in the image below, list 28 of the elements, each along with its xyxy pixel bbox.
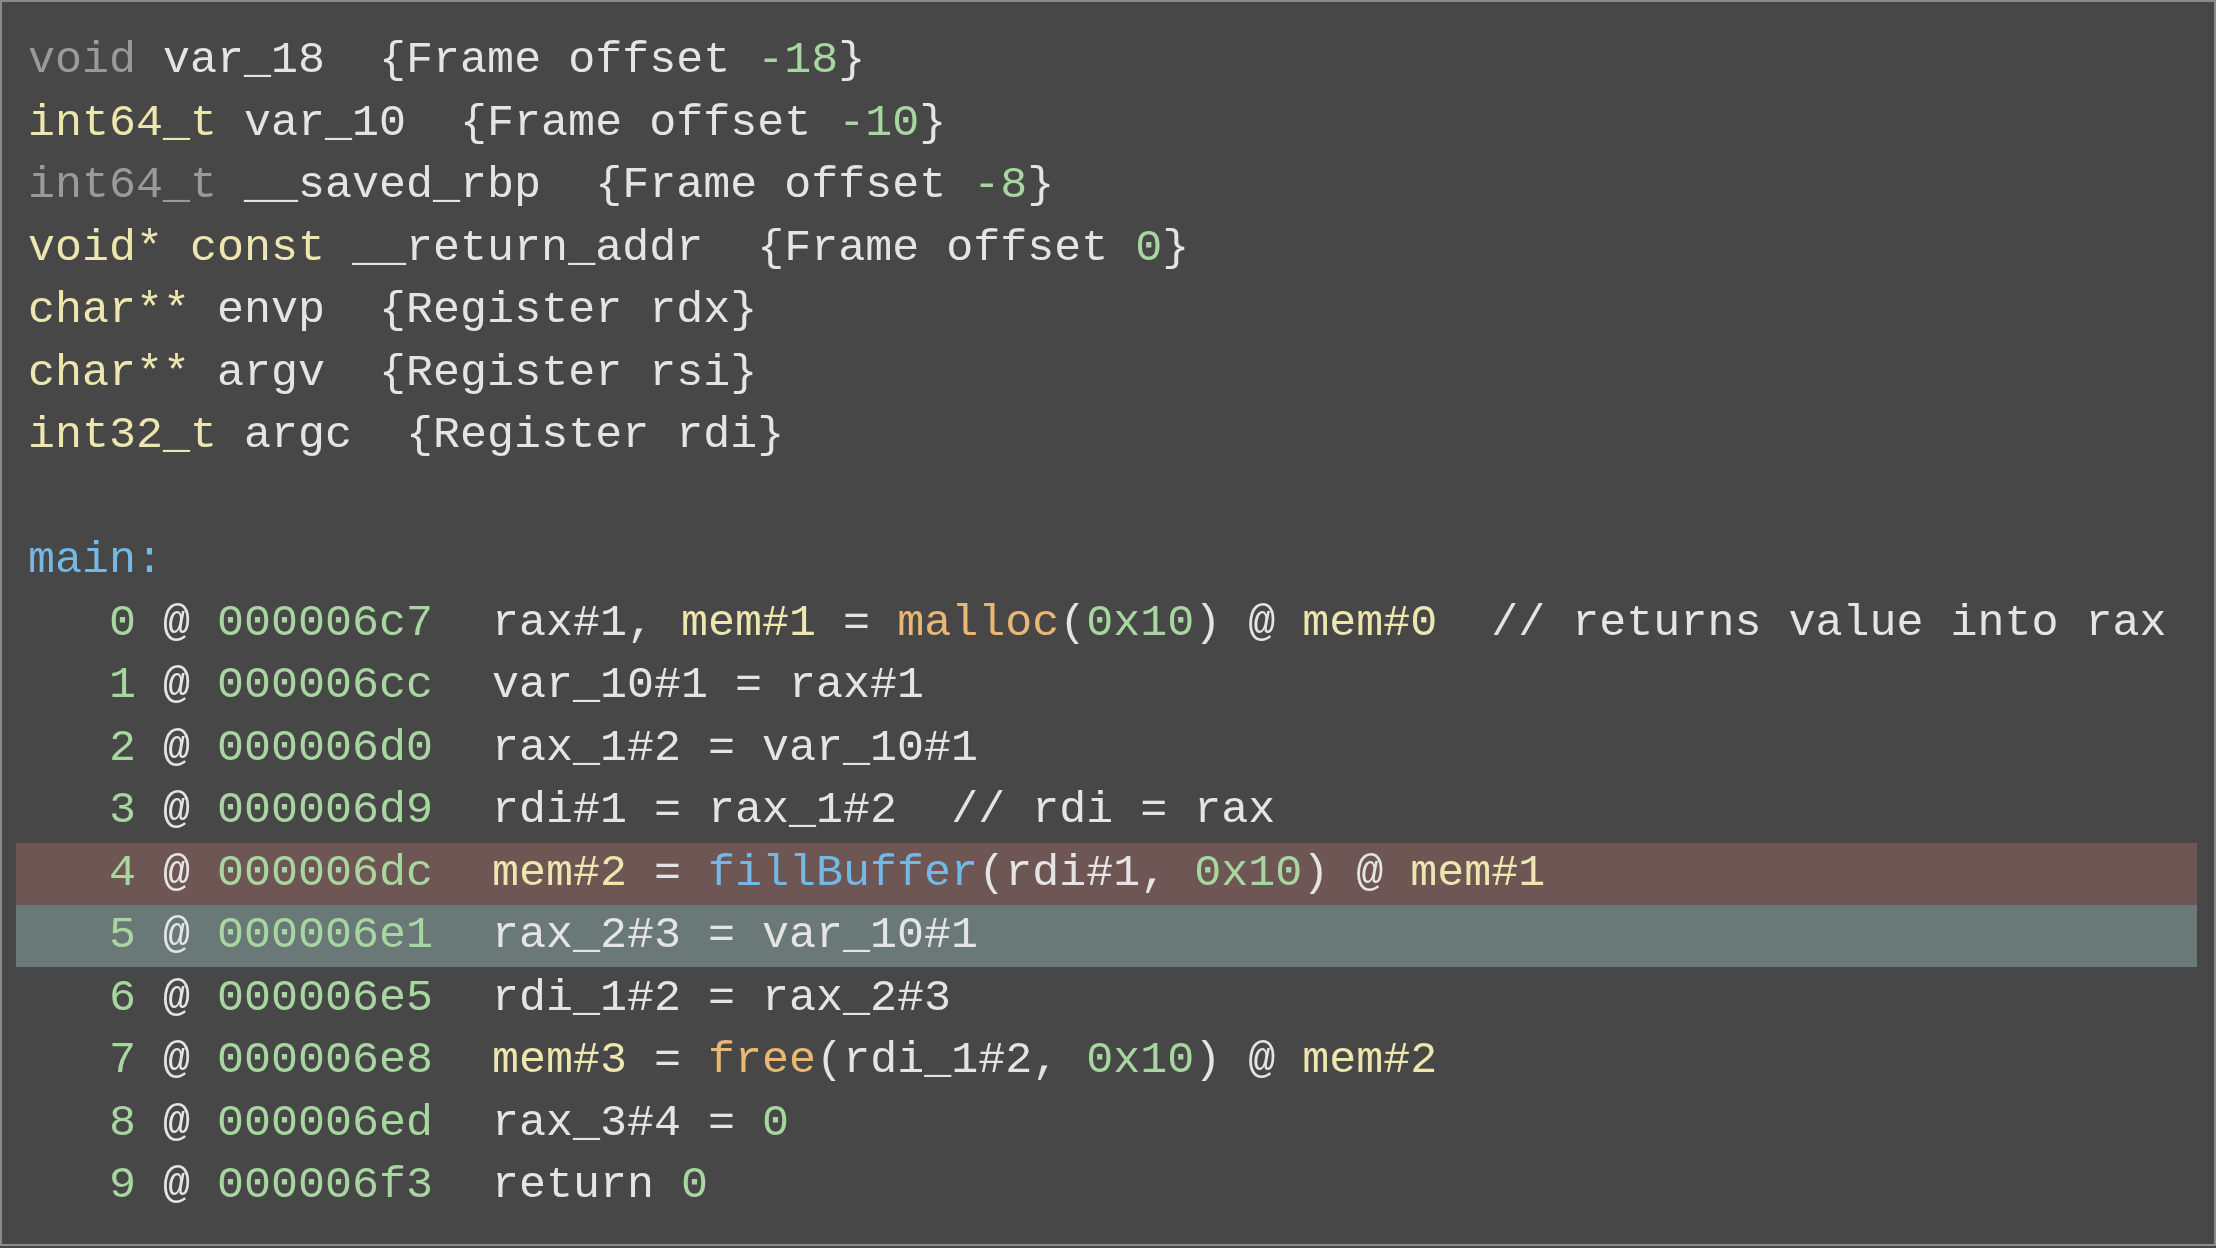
instruction-address: 3 @ 000006d9 [109, 784, 434, 838]
declaration-line: int64_t __saved_rbp {Frame offset -8} [28, 159, 1055, 213]
instruction-address: 7 @ 000006e8 [109, 1034, 434, 1088]
instruction-code: rax#1, mem#1 = malloc(0x10) @ mem#0 // returns value into rax [492, 596, 2167, 651]
section-label: main: [28, 534, 164, 588]
instruction-address: 1 @ 000006cc [109, 659, 434, 713]
instruction-address: 0 @ 000006c7 [109, 596, 434, 651]
instruction-address: 2 @ 000006d0 [109, 721, 434, 776]
declaration-line: char** argv {Register rsi} [28, 346, 758, 401]
instruction-address: 6 @ 000006e5 [109, 971, 434, 1026]
instruction-code: rdi#1 = rax_1#2 // rdi = rax [492, 784, 1276, 838]
declaration-line: char** envp {Register rdx} [28, 284, 758, 338]
declaration-line: void* const __return_addr {Frame offset 0} [28, 221, 1190, 276]
instruction-code: rax_3#4 = 0 [492, 1096, 790, 1151]
declaration-line: int32_t argc {Register rdi} [28, 409, 785, 463]
instruction-address: 5 @ 000006e1 [109, 909, 434, 963]
instruction-code: mem#3 = free(rdi_1#2, 0x10) @ mem#2 [492, 1034, 1438, 1088]
instruction-address: 8 @ 000006ed [109, 1096, 434, 1151]
instruction-address: 9 @ 000006f3 [109, 1159, 434, 1213]
instruction-code: rax_2#3 = var_10#1 [492, 909, 979, 963]
declaration-line: void var_18 {Frame offset -18} [28, 34, 866, 88]
instruction-code: rax_1#2 = var_10#1 [492, 721, 979, 776]
instruction-code: rdi_1#2 = rax_2#3 [492, 971, 952, 1026]
declaration-line: int64_t var_10 {Frame offset -10} [28, 96, 947, 151]
instruction-code: return 0 [492, 1159, 709, 1213]
instruction-code: mem#2 = fillBuffer(rdi#1, 0x10) @ mem#1 [492, 846, 1546, 901]
instruction-address: 4 @ 000006dc [109, 846, 434, 901]
instruction-code: var_10#1 = rax#1 [492, 659, 925, 713]
